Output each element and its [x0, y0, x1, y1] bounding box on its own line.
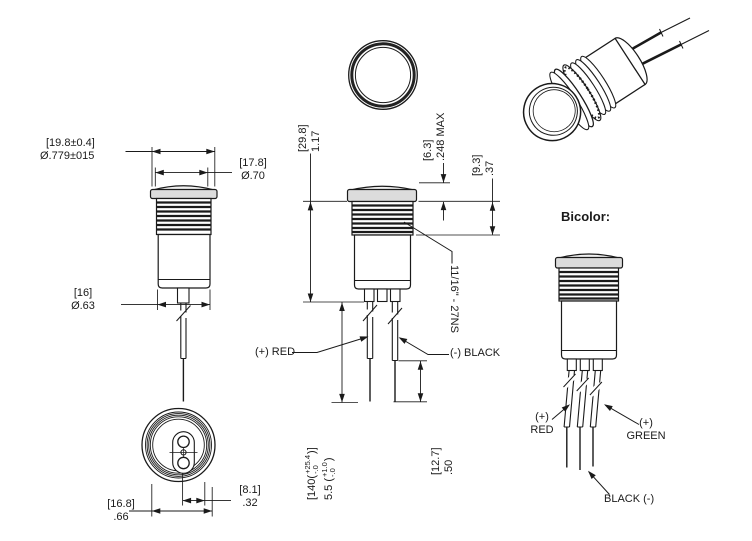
bicolor-green-label: (+) GREEN [625, 417, 667, 443]
dim-cap-height: [6.3] .248 MAX [422, 113, 448, 161]
dim-strip-length: [12.7] .50 [430, 447, 456, 475]
dim-thread-length-mm: [9.3] [471, 154, 483, 176]
dim-thread-length-inch: .37 [484, 160, 496, 176]
dim-base-od: [16.8] .66 [96, 498, 146, 524]
dim-cap-od: [19.8±0.4] Ø.779±015 [40, 137, 95, 163]
leader-lines-middle [292, 221, 453, 355]
bicolor-title: Bicolor: [561, 209, 611, 224]
dim-dome-od: [17.8] Ø.70 [229, 157, 277, 183]
leader-arrows-middle [359, 336, 408, 344]
wire-positive-label: (+) RED [255, 346, 296, 358]
dim-dome-od-inch: Ø.70 [241, 170, 265, 182]
dim-wire-length-inch: 5.5 (+1.0-.0) [320, 457, 338, 501]
dim-strip-length-inch: .50 [443, 459, 455, 475]
bicolor-green-sign: (+) [639, 417, 653, 429]
dim-body-od-mm: [16] [73, 287, 93, 299]
dim-overall-height-inch: 1.17 [310, 130, 322, 152]
bicolor-red-label: (+) RED [526, 411, 558, 437]
dim-base-od-inch: .66 [113, 511, 129, 523]
dim-cap-od-inch: Ø.779±015 [40, 150, 95, 162]
wire-negative-label: (-) BLACK [450, 347, 501, 359]
dim-body-od-inch: Ø.63 [71, 300, 95, 312]
side-view-left-figure [149, 185, 218, 402]
dim-body-od: [16] Ø.63 [61, 287, 105, 313]
bicolor-red-text: RED [530, 424, 554, 436]
dim-strip-length-mm: [12.7] [430, 447, 442, 475]
dim-cap-height-inch: .248 MAX [435, 112, 447, 161]
thread-spec-callout: 11/16" - 27NS [448, 265, 460, 333]
dim-overall-height-mm: [29.8] [297, 124, 309, 152]
bicolor-red-sign: (+) [535, 411, 549, 423]
top-view-middle-figure [348, 40, 418, 110]
dimension-arrows-middle [307, 174, 496, 403]
dim-terminal-span-inch: .32 [242, 497, 258, 509]
dim-wire-length: [140(+25.4-.0)] 5.5 (+1.0-.0) [303, 447, 338, 501]
dim-cap-height-mm: [6.3] [422, 139, 434, 161]
dimension-arrows-left [151, 148, 215, 514]
dim-terminal-span-mm: [8.1] [239, 484, 261, 496]
dim-overall-height: [29.8] 1.17 [297, 124, 323, 152]
side-view-middle-figure [346, 185, 418, 402]
bicolor-view [554, 253, 624, 470]
bicolor-green-text: GREEN [626, 430, 666, 442]
dim-wire-length-mm: [140(+25.4-.0)] [303, 447, 321, 500]
isometric-view [522, 17, 710, 142]
dim-dome-od-mm: [17.8] [239, 157, 267, 169]
bottom-view-left-figure [141, 407, 216, 483]
leader-arrows-bicolor [561, 404, 613, 479]
dim-terminal-span: [8.1] .32 [227, 484, 273, 510]
bicolor-black-label: BLACK (-) [604, 493, 655, 505]
dim-cap-od-mm: [19.8±0.4] [46, 137, 95, 149]
dim-base-od-mm: [16.8] [107, 498, 135, 510]
dim-thread-length: [9.3] .37 [471, 155, 497, 176]
